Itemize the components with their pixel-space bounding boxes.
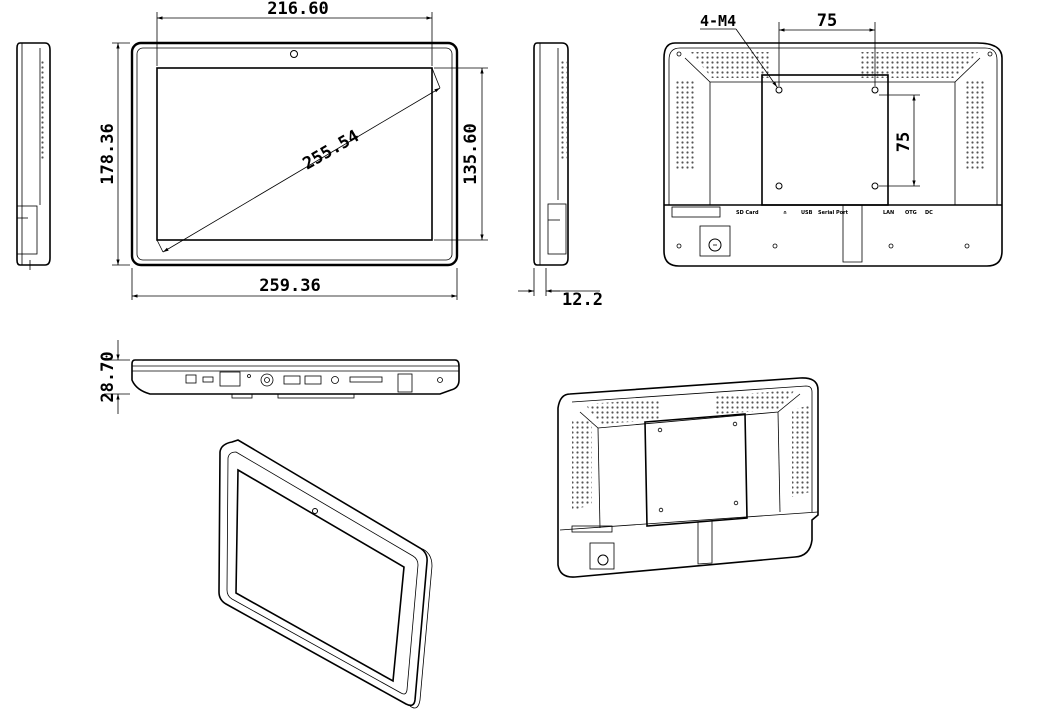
mounting-hole-icon [775, 86, 879, 190]
screw-spec-label: 4-M4 [700, 12, 736, 30]
port-dc-label: DC [925, 210, 933, 216]
inner-width-dimension: 216.60 [267, 0, 328, 19]
front-camera-icon [290, 50, 298, 58]
port-lan-label: LAN [883, 210, 894, 216]
inner-height-dimension: 135.60 [461, 123, 481, 184]
port-otg-label: OTG [905, 210, 917, 216]
outer-width-dimension: 259.36 [259, 276, 320, 296]
isometric-back-view [557, 377, 819, 578]
front-view: 255.54 216.60 259.36 178.36 135.60 [98, 0, 488, 300]
diagonal-dimension: 255.54 [300, 126, 363, 174]
port-usb-label: USB [801, 210, 813, 216]
lock-keyhole-icon [708, 238, 722, 252]
vesa-horizontal-dimension: 75 [817, 11, 837, 31]
left-side-view [16, 42, 51, 266]
iso-lock-keyhole-icon [597, 554, 609, 566]
outer-height-dimension: 178.36 [98, 123, 118, 184]
bottom-view: 28.70 [98, 340, 460, 414]
iso-camera-icon [312, 508, 318, 514]
port-sd-card-label: SD Card [736, 210, 759, 216]
port-serial-label: Serial Port [818, 210, 849, 216]
vesa-vertical-dimension: 75 [894, 132, 914, 152]
thickness-dimension: 28.70 [98, 351, 118, 402]
back-view: SD Card ∩ USB Serial Port LAN OTG DC 75 … [663, 11, 1003, 267]
depth-dimension: 12.2 [562, 290, 603, 310]
port-audio-label: ∩ [783, 210, 787, 216]
right-side-view: 12.2 [518, 42, 603, 310]
isometric-front-view [218, 439, 433, 709]
